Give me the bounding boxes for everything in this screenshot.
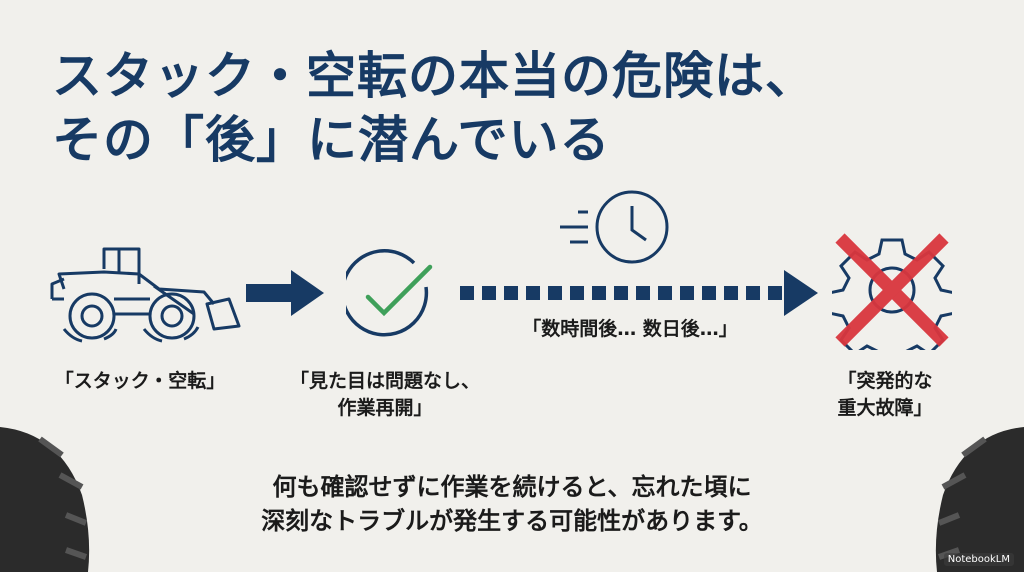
- check-circle-icon: [346, 249, 433, 337]
- dashed-arrow: [460, 270, 818, 316]
- title-line-1: スタック・空転の本当の危険は、: [52, 47, 816, 105]
- label-line: 重大故障」: [837, 397, 933, 419]
- step-label-resume: 「見た目は問題なし、 作業再開」: [280, 368, 490, 422]
- tire-left-image: [0, 427, 90, 572]
- label-line: 「見た目は問題なし、: [289, 370, 480, 392]
- label-line: 「突発的な: [837, 370, 933, 392]
- message-line-1: 何も確認せずに作業を続けると、忘れた頃に: [272, 473, 752, 501]
- slide-title: スタック・空転の本当の危険は、 その「後」に潜んでいる: [52, 44, 816, 172]
- label-line: 「数時間後… 数日後…」: [522, 318, 738, 340]
- wheel-loader-icon: [50, 247, 241, 343]
- step-label-stuck: 「スタック・空転」: [40, 368, 240, 395]
- tire-right-image: [935, 427, 1024, 572]
- label-line: 作業再開」: [337, 397, 433, 419]
- clock-icon: [560, 190, 669, 264]
- warning-message: 何も確認せずに作業を続けると、忘れた頃に 深刻なトラブルが発生する可能性がありま…: [0, 470, 1024, 538]
- label-line: 「スタック・空転」: [54, 370, 226, 392]
- step-label-failure: 「突発的な 重大故障」: [820, 368, 950, 422]
- step-label-time: 「数時間後… 数日後…」: [510, 316, 750, 343]
- broken-gear-icon: [832, 233, 952, 350]
- message-line-2: 深刻なトラブルが発生する可能性があります。: [261, 507, 763, 535]
- title-line-2: その「後」に潜んでいる: [52, 111, 611, 169]
- notebooklm-watermark: NotebookLM: [943, 553, 1014, 566]
- solid-arrow: [246, 270, 324, 316]
